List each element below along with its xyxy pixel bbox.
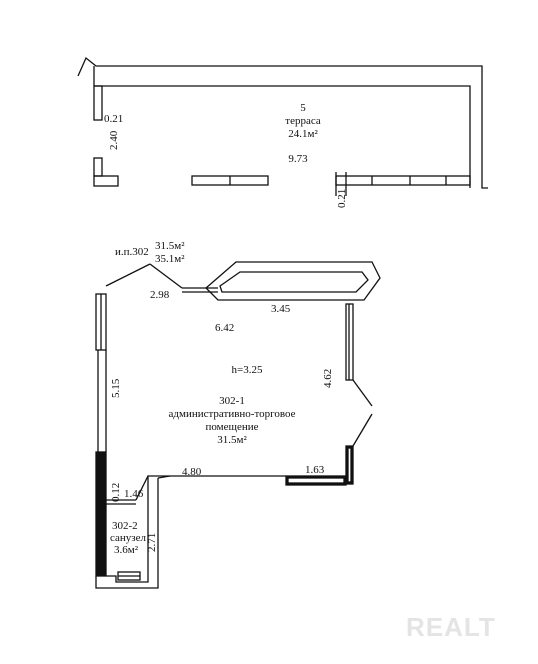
room-302-1-name-line1: административно-торговое — [168, 408, 296, 420]
room-302-2-name: санузел — [110, 532, 147, 544]
dim-515: 5.15 — [110, 378, 122, 398]
room-302-1-name-line2: помещение — [205, 421, 259, 433]
dim-146: 1.46 — [124, 488, 144, 500]
unit-area-total: 35.1м² — [155, 253, 185, 265]
room-height: h=3.25 — [231, 364, 263, 376]
dim-271: 2.71 — [146, 532, 158, 552]
dim-462: 4.62 — [322, 368, 334, 388]
dim-163: 1.63 — [305, 464, 325, 476]
dim-298: 2.98 — [150, 289, 170, 301]
dim-012: 0.12 — [110, 482, 122, 502]
terrace-name: терраса — [285, 115, 321, 127]
dim-480: 4.80 — [182, 466, 202, 478]
dim-021-left: 0.21 — [104, 113, 124, 125]
watermark-text: REALT — [406, 612, 496, 642]
dim-345: 3.45 — [271, 303, 291, 315]
room-302-2-number: 302-2 — [112, 520, 138, 532]
room-302-1-number: 302-1 — [219, 395, 245, 407]
room-302-1-area: 31.5м² — [217, 434, 247, 446]
room-302-2-area: 3.6м² — [114, 544, 139, 556]
dim-021-right: 0.21 — [336, 188, 348, 208]
unit-code: и.п.302 — [115, 246, 149, 258]
unit-area-main: 31.5м² — [155, 240, 185, 252]
terrace-number: 5 — [300, 102, 306, 114]
dim-240: 2.40 — [108, 130, 120, 150]
dim-642: 6.42 — [215, 322, 235, 334]
terrace-length: 9.73 — [288, 153, 308, 165]
terrace-area: 24.1м² — [288, 128, 318, 140]
terrace-walls — [77, 56, 488, 196]
room-302-walls — [95, 261, 381, 589]
